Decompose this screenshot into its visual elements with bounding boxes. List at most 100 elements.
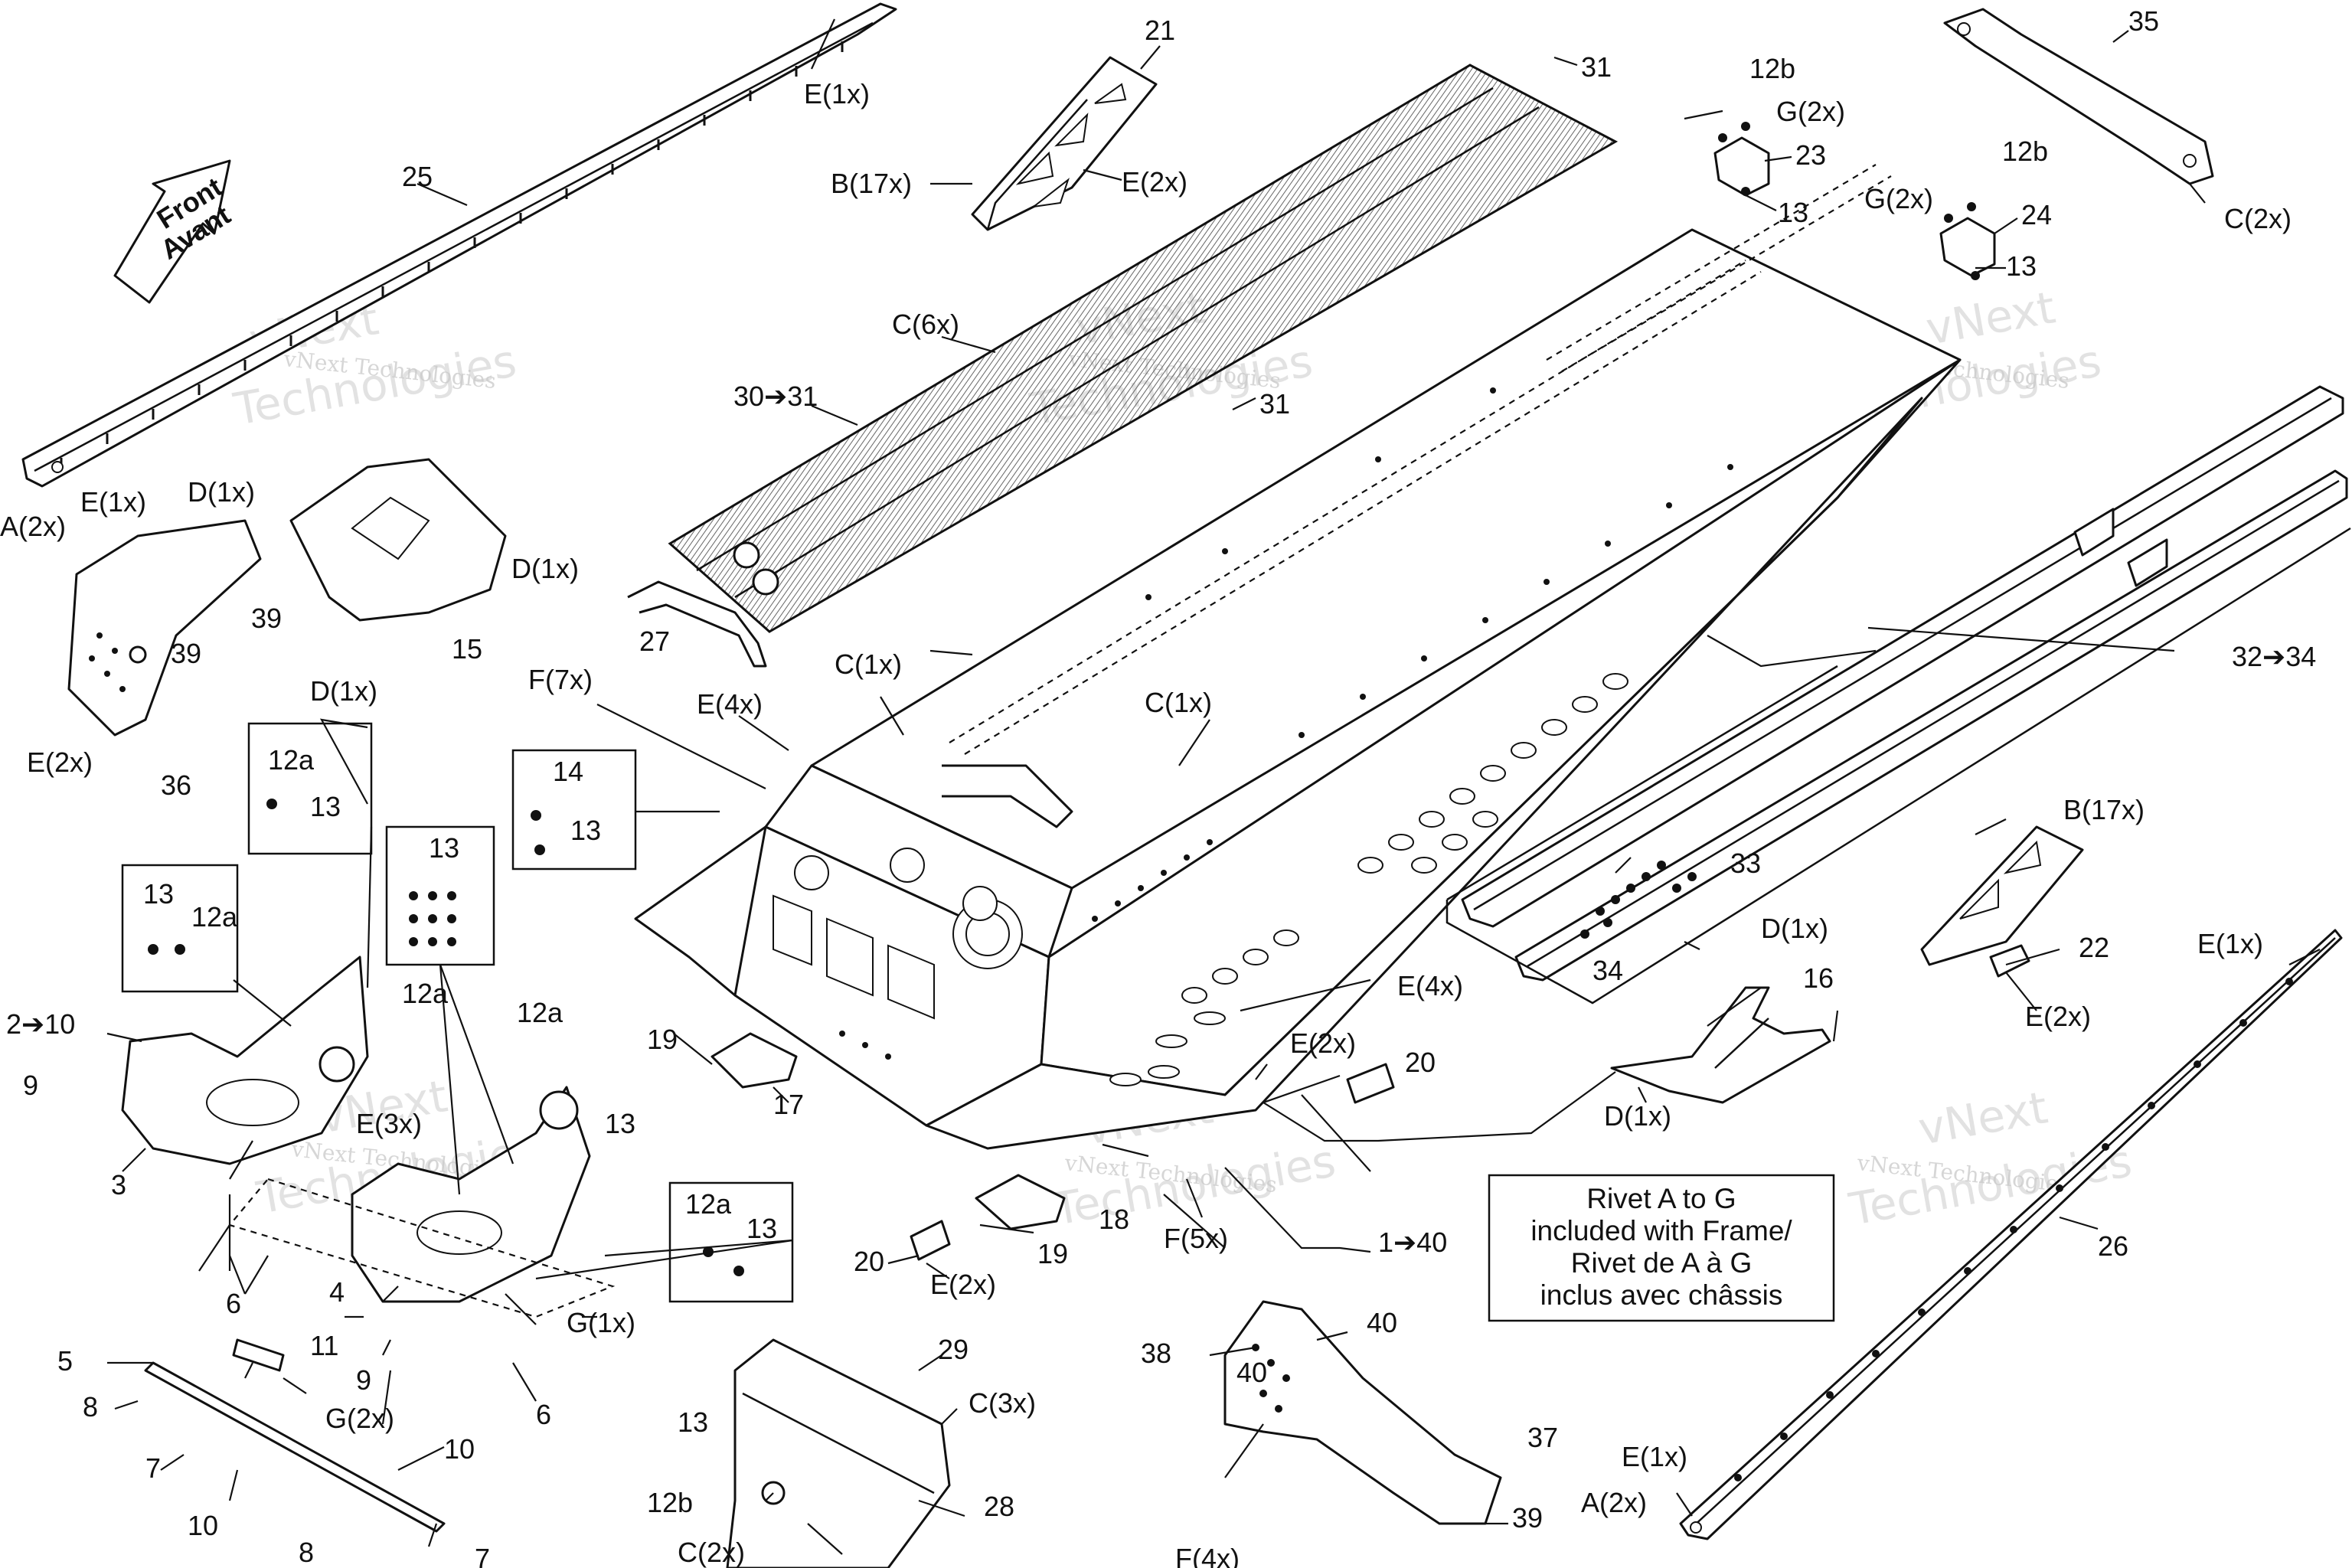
label-10-b: 10 bbox=[188, 1510, 218, 1541]
part-30-tunnel-cover bbox=[668, 64, 1619, 633]
label-27: 27 bbox=[639, 626, 670, 657]
front-arrow-icon: Front Avant bbox=[113, 159, 236, 304]
label-E2x-b: E(2x) bbox=[930, 1269, 996, 1300]
inset-box-14-13 bbox=[511, 749, 637, 871]
inset-box-13-grid bbox=[385, 825, 495, 966]
label-C3x: C(3x) bbox=[969, 1387, 1036, 1419]
label-9-a: 9 bbox=[23, 1070, 38, 1101]
part-5-bar bbox=[144, 1338, 446, 1533]
label-8-b: 8 bbox=[299, 1537, 314, 1568]
label-28: 28 bbox=[984, 1491, 1014, 1522]
label-C2x-tr: C(2x) bbox=[2224, 203, 2292, 234]
label-E4x-a: E(4x) bbox=[697, 688, 763, 720]
label-C2x-b: C(2x) bbox=[678, 1537, 745, 1568]
label-39-c: 39 bbox=[1512, 1502, 1543, 1534]
label-D1x-16a: D(1x) bbox=[1761, 913, 1828, 944]
label-34: 34 bbox=[1592, 955, 1623, 986]
part-27-bracket bbox=[627, 580, 767, 668]
label-B17x-top: B(17x) bbox=[831, 168, 912, 199]
label-12b-a: 12b bbox=[1749, 53, 1795, 84]
inset-box-12a-13 bbox=[247, 722, 373, 855]
label-2-10: 2➔10 bbox=[6, 1008, 75, 1040]
label-E1x-top: E(1x) bbox=[804, 78, 870, 109]
label-G2x-a: G(2x) bbox=[1776, 96, 1845, 127]
rivet-note-box: Rivet A to G included with Frame/ Rivet … bbox=[1488, 1174, 1835, 1322]
label-D1x-a: D(1x) bbox=[188, 476, 255, 508]
label-D1x-c: D(1x) bbox=[310, 675, 377, 707]
label-20-b: 20 bbox=[854, 1246, 884, 1277]
label-9-b: 9 bbox=[356, 1364, 371, 1396]
label-35: 35 bbox=[2128, 5, 2159, 37]
label-33: 33 bbox=[1730, 848, 1761, 879]
label-B17x-r: B(17x) bbox=[2063, 794, 2145, 825]
label-25: 25 bbox=[402, 161, 433, 192]
label-11: 11 bbox=[310, 1330, 338, 1361]
part-16-bracket bbox=[1610, 986, 1831, 1104]
note-line2: included with Frame/ bbox=[1530, 1215, 1792, 1246]
label-D1x-b: D(1x) bbox=[511, 553, 579, 584]
note-line3: Rivet de A à G bbox=[1571, 1247, 1753, 1279]
label-23: 23 bbox=[1795, 139, 1826, 171]
label-13-box4: 13 bbox=[429, 832, 459, 864]
label-39-a: 39 bbox=[251, 603, 282, 634]
label-E4x-b: E(4x) bbox=[1397, 970, 1463, 1001]
label-36: 36 bbox=[161, 769, 191, 801]
part-37-frame bbox=[1223, 1300, 1502, 1525]
part-35-bracket bbox=[1943, 8, 2214, 185]
part-20-plate-b bbox=[910, 1220, 951, 1261]
label-E2x-top: E(2x) bbox=[1122, 166, 1187, 198]
label-1-40: 1➔40 bbox=[1378, 1227, 1447, 1258]
label-C6x: C(6x) bbox=[892, 309, 959, 340]
label-12a-mid: 12a bbox=[517, 997, 564, 1028]
label-32-34: 32➔34 bbox=[2232, 641, 2316, 672]
leader-lines bbox=[106, 18, 2321, 1555]
label-F5x: F(5x) bbox=[1164, 1223, 1228, 1254]
label-29: 29 bbox=[938, 1334, 969, 1365]
label-G2x-b: G(2x) bbox=[1864, 183, 1933, 214]
label-12b-c: 12b bbox=[647, 1487, 693, 1518]
label-7-a: 7 bbox=[145, 1452, 161, 1484]
label-39-b: 39 bbox=[171, 638, 201, 669]
label-40-a: 40 bbox=[1367, 1307, 1397, 1338]
label-13-box5: 13 bbox=[746, 1213, 777, 1244]
part-36-bracket bbox=[67, 519, 262, 737]
label-13-a: 13 bbox=[1778, 197, 1808, 228]
note-frame bbox=[1488, 1174, 1835, 1322]
label-38: 38 bbox=[1141, 1338, 1171, 1369]
part-22-bracket bbox=[1920, 825, 2084, 978]
part-25-rail bbox=[21, 2, 897, 488]
part-17-bracket bbox=[710, 1032, 798, 1089]
part-18-bracket bbox=[975, 1174, 1066, 1230]
label-13-b: 13 bbox=[2006, 250, 2037, 282]
part-labels: E(1x) 25 E(1x) A(2x) 21 B(17x) E(2x) 31 … bbox=[0, 5, 2316, 1568]
label-12b-b: 12b bbox=[2002, 136, 2048, 167]
label-E1x-left: E(1x) bbox=[80, 486, 146, 518]
label-19-b: 19 bbox=[1037, 1238, 1068, 1269]
label-31b: 31 bbox=[1259, 388, 1290, 420]
label-F4x: F(4x) bbox=[1175, 1543, 1240, 1568]
label-C1x-b: C(1x) bbox=[1145, 687, 1212, 718]
label-26: 26 bbox=[2098, 1230, 2128, 1262]
part-28-panel bbox=[726, 1338, 951, 1568]
label-12a-box1: 12a bbox=[268, 744, 315, 776]
label-5: 5 bbox=[57, 1345, 73, 1377]
label-16: 16 bbox=[1803, 962, 1834, 994]
label-6-b: 6 bbox=[536, 1399, 551, 1430]
label-E2x-36: E(2x) bbox=[27, 746, 93, 778]
part-20-plate-a bbox=[1346, 1063, 1395, 1104]
label-4: 4 bbox=[329, 1276, 345, 1308]
label-6-a: 6 bbox=[226, 1288, 241, 1319]
label-37: 37 bbox=[1527, 1422, 1558, 1453]
label-G1x: G(1x) bbox=[567, 1307, 635, 1338]
inset-box-13-12a bbox=[121, 864, 239, 993]
part-3-bracket bbox=[121, 956, 369, 1165]
label-C1x-a: C(1x) bbox=[835, 648, 902, 680]
label-15: 15 bbox=[452, 633, 482, 665]
label-12a-box3: 12a bbox=[191, 901, 238, 933]
label-A2x-br: A(2x) bbox=[1581, 1487, 1647, 1518]
label-12a-box5: 12a bbox=[685, 1188, 732, 1220]
label-E1x-r: E(1x) bbox=[2197, 928, 2263, 959]
note-line4: inclus avec châssis bbox=[1540, 1279, 1783, 1311]
label-10-a: 10 bbox=[444, 1433, 475, 1465]
